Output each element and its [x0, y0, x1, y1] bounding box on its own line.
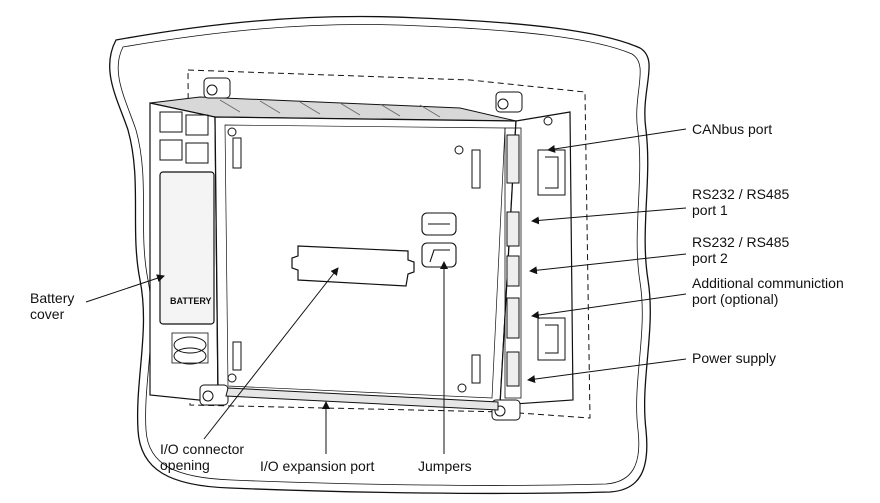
power-supply-port — [506, 351, 520, 387]
screws — [199, 77, 553, 421]
battery-cover: BATTERY — [159, 171, 215, 325]
label-rs-port-1-line1: RS232 / RS485 — [692, 186, 790, 202]
label-io-connector-line1: I/O connector — [160, 441, 245, 457]
rs-port-1 — [506, 211, 520, 247]
label-jumpers: Jumpers — [418, 458, 472, 474]
leader-rs-port2 — [529, 253, 687, 275]
label-io-expansion-port: I/O expansion port — [260, 458, 375, 474]
label-additional-line2: port (optional) — [692, 291, 779, 307]
label-io-connector: I/O connector opening — [160, 441, 244, 473]
dashed-cutout — [187, 69, 591, 419]
label-io-connector-line2: opening — [160, 457, 210, 473]
io-expansion-port — [225, 387, 499, 411]
rs-port-2 — [506, 255, 520, 287]
leader-battery — [85, 274, 165, 303]
label-rs-port-1-line2: port 1 — [692, 202, 728, 218]
label-battery-cover: Battery cover — [30, 290, 74, 322]
leader-rs-port1 — [531, 207, 687, 225]
label-additional-port: Additional communiction port (optional) — [692, 275, 844, 307]
label-rs-port-2-line1: RS232 / RS485 — [692, 234, 790, 250]
label-additional-line1: Additional communiction — [692, 275, 844, 291]
label-battery-line1: Battery — [30, 290, 75, 306]
label-rs-port-2-line2: port 2 — [692, 250, 728, 266]
label-rs-port-2: RS232 / RS485 port 2 — [692, 234, 789, 266]
panel-outline-inner — [117, 24, 643, 486]
label-power-supply: Power supply — [692, 350, 777, 366]
leader-power — [527, 358, 687, 384]
io-connector-opening — [291, 245, 415, 287]
leader-additional — [531, 293, 687, 319]
canbus-port — [506, 134, 520, 184]
battery-text: BATTERY — [170, 296, 212, 306]
panel-outline — [108, 15, 651, 495]
additional-port — [506, 297, 520, 339]
label-canbus-port: CANbus port — [692, 121, 773, 137]
label-battery-line2: cover — [30, 306, 65, 322]
label-rs-port-1: RS232 / RS485 port 1 — [692, 186, 789, 218]
leader-canbus — [547, 128, 687, 153]
leader-io-connector — [203, 267, 339, 440]
jumpers — [421, 212, 457, 268]
